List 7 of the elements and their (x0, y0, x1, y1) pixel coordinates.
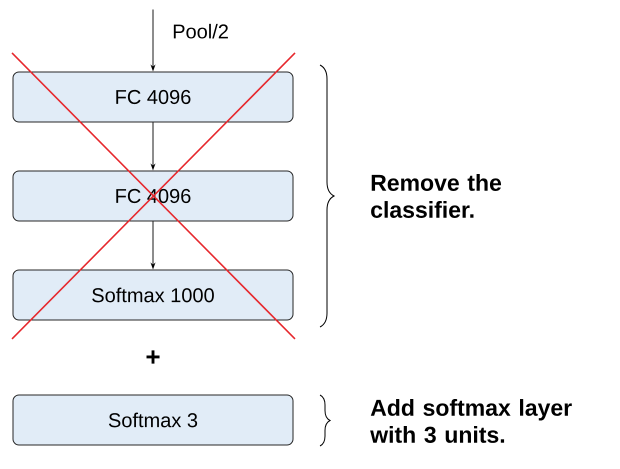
layer-box: FC 4096 (12, 72, 294, 122)
layer-box: Softmax 3 (12, 394, 294, 446)
note-text: Add softmax layer with 3 units. (370, 399, 572, 443)
note-text: Remove the classifier. (371, 174, 502, 218)
layer-box: Softmax 1000 (12, 270, 294, 320)
plus-sign: + (146, 350, 160, 364)
edge-label: Pool/2 (174, 24, 228, 39)
